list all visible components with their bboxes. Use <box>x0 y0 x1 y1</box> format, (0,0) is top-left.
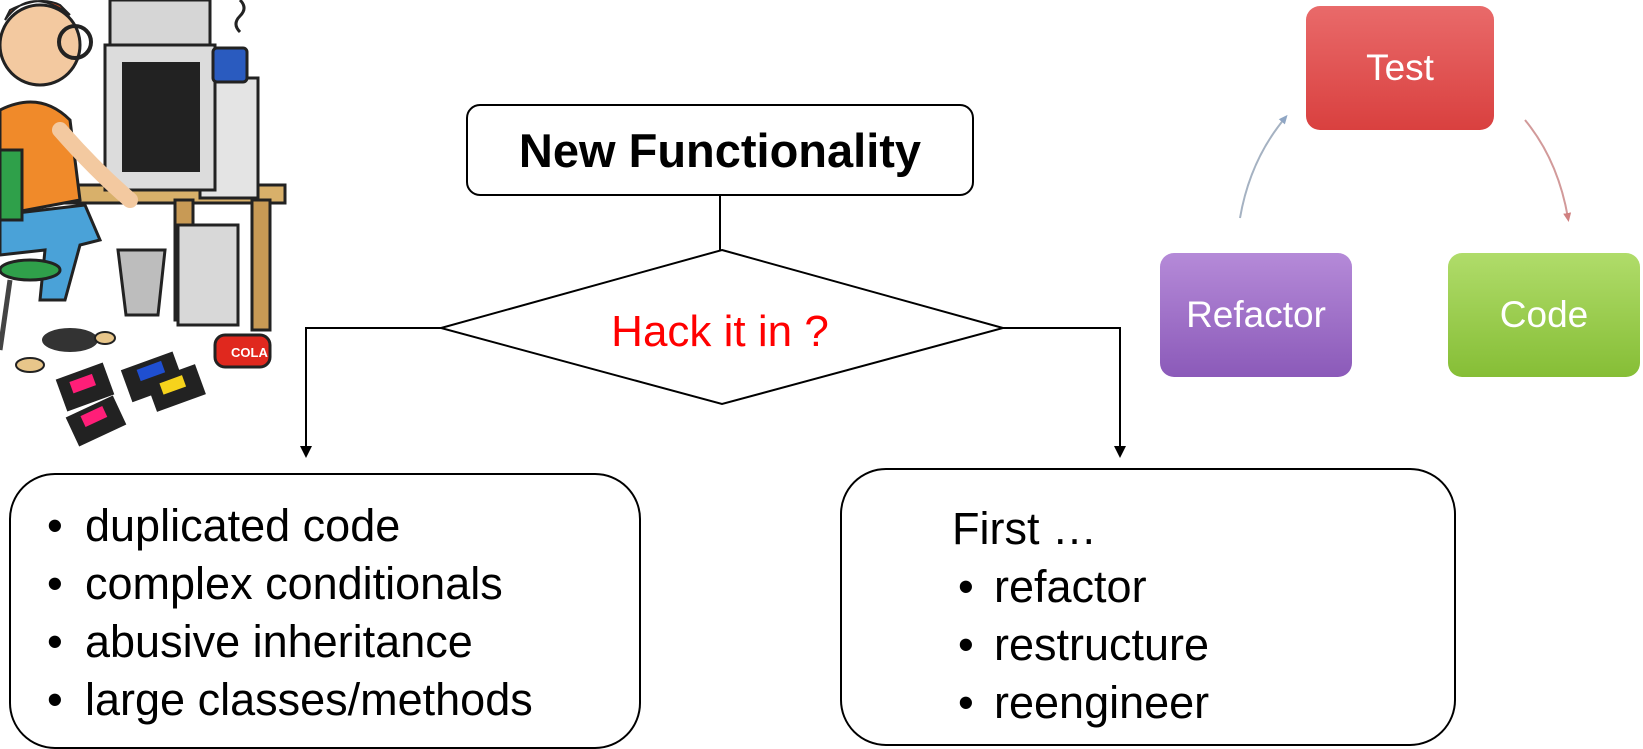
refactor-first-box: First … refactor restructure reengineer <box>840 468 1456 746</box>
list-item: refactor <box>952 558 1454 616</box>
arrow-decision-to-left <box>300 327 441 458</box>
arrow-decision-to-right <box>1003 327 1126 458</box>
cycle-arrow-refactor-to-test <box>1239 114 1288 219</box>
cycle-step-test: Test <box>1306 6 1494 130</box>
decision-diamond <box>437 248 1007 406</box>
list-item: restructure <box>952 616 1454 674</box>
cycle-arrow-test-to-code <box>1524 119 1572 222</box>
can-label: COLA <box>231 345 268 360</box>
cycle-step-refactor: Refactor <box>1160 253 1352 377</box>
cycle-step-code: Code <box>1448 253 1640 377</box>
list-item: duplicated code <box>41 497 639 555</box>
list-item: complex conditionals <box>41 555 639 613</box>
list-item: large classes/methods <box>41 671 639 729</box>
list-item: reengineer <box>952 674 1454 732</box>
consequence-list: duplicated code complex conditionals abu… <box>41 497 639 729</box>
refactor-steps-list: refactor restructure reengineer <box>952 558 1454 732</box>
decision-label: Hack it in ? <box>611 307 829 356</box>
start-node: New Functionality <box>466 104 974 196</box>
list-item: abusive inheritance <box>41 613 639 671</box>
hack-consequences-box: duplicated code complex conditionals abu… <box>9 473 641 749</box>
refactor-first-heading: First … <box>952 503 1097 554</box>
